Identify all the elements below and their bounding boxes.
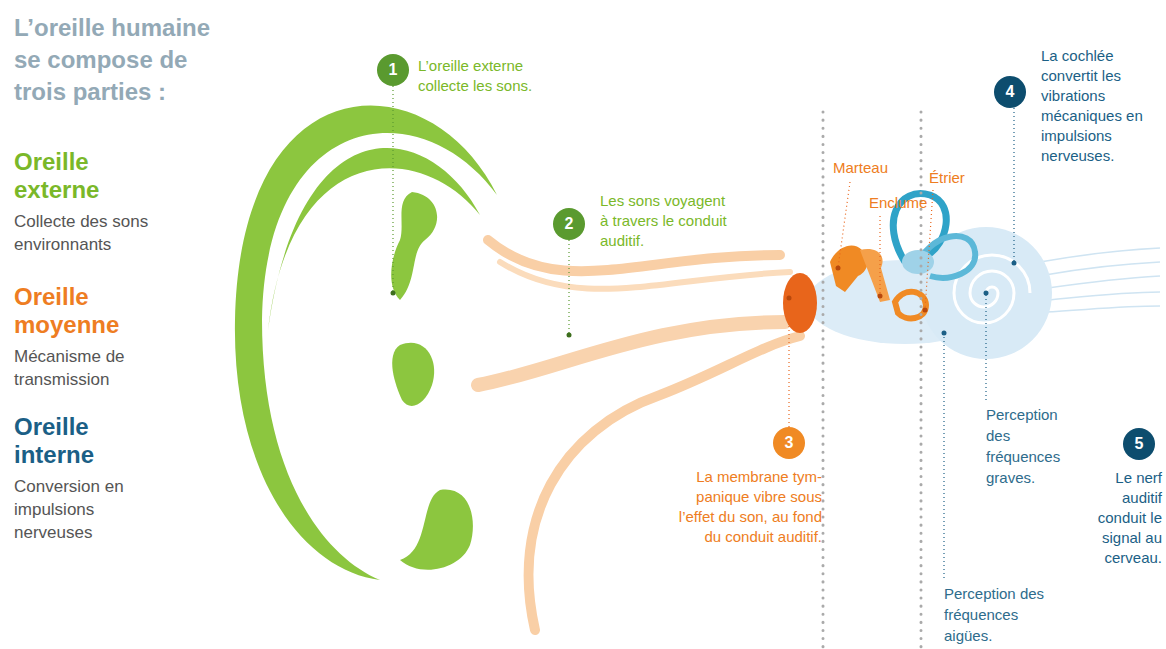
leader-dot: [942, 331, 947, 336]
leader-dot: [984, 291, 989, 296]
leader-line: [943, 333, 944, 578]
vestibule-shape: [902, 250, 934, 274]
section-divider: [920, 112, 923, 649]
leader-line: [879, 216, 880, 296]
leader-line: [1013, 108, 1014, 263]
part-name: Enclume: [869, 193, 949, 213]
leader-dot: [836, 266, 841, 271]
callout-circle: 5Le nerf auditif conduit le signal au ce…: [1123, 428, 1155, 460]
antihelix-shape: [268, 148, 480, 330]
canal-strand: [478, 322, 785, 385]
section-description: Collecte des sons environnants: [14, 210, 194, 256]
section-heading: Oreille externe: [14, 148, 144, 204]
tragus-shape: [392, 343, 434, 406]
section-heading: Oreille interne: [14, 413, 144, 469]
callout-text: La membrane tym- panique vibre sous l’ef…: [662, 467, 822, 547]
callout-number: 5: [1123, 428, 1155, 460]
section-description: Conversion en impulsions nerveuses: [14, 475, 144, 544]
nerve-fiber: [1040, 248, 1160, 262]
lobe-shape: [400, 490, 473, 570]
nerve-fiber: [1048, 292, 1160, 300]
leader-dot: [567, 333, 572, 338]
section-divider: [822, 112, 825, 649]
callout-number: 1: [377, 54, 409, 86]
callout-text: Les sons voyagent à travers le conduit a…: [600, 191, 735, 251]
section-description: Mécanisme de transmission: [14, 345, 164, 391]
callout-number: 3: [773, 427, 805, 459]
callout-number: 2: [553, 208, 585, 240]
diagram-title: L’oreille humaine se compose de trois pa…: [14, 12, 234, 108]
callout-text: Le nerf auditif conduit le signal au cer…: [1087, 468, 1162, 568]
callout-circle: 4La cochlée convertit les vibrations méc…: [994, 76, 1026, 108]
callout-text: La cochlée convertit les vibrations méca…: [1041, 46, 1159, 166]
leader-line: [568, 240, 569, 335]
section-heading: Oreille moyenne: [14, 283, 144, 339]
callout-circle: 1L’oreille externe collecte les sons.: [377, 54, 409, 86]
leader-dot: [391, 291, 396, 296]
callout-text: L’oreille externe collecte les sons.: [418, 56, 568, 96]
callout-circle: 2Les sons voyagent à travers le conduit …: [553, 208, 585, 240]
concha-shape: [391, 192, 437, 300]
canal-strand: [500, 262, 790, 289]
frequency-note: Perception des fréquences aigües.: [944, 583, 1054, 646]
leader-dot: [1012, 261, 1017, 266]
leader-line: [838, 182, 850, 268]
leader-line: [985, 293, 986, 400]
leader-dot: [923, 308, 928, 313]
helix-shape: [235, 106, 497, 580]
incus-shape: [860, 249, 890, 302]
nerve-fiber: [1048, 276, 1160, 288]
part-name: Marteau: [833, 158, 913, 178]
eardrum-shape: [783, 273, 817, 333]
nerve-fiber: [1045, 306, 1160, 312]
nerve-fiber: [1045, 262, 1160, 275]
callout-number: 4: [994, 76, 1026, 108]
frequency-note: Perception des fréquences graves.: [986, 404, 1071, 488]
leader-line: [392, 86, 393, 293]
callout-circle: 3La membrane tym- panique vibre sous l’e…: [773, 427, 805, 459]
leader-dot: [787, 296, 792, 301]
leader-line: [788, 298, 789, 427]
leader-dot: [878, 294, 883, 299]
part-name: Étrier: [929, 168, 1009, 188]
cochlea-spiral: [954, 255, 1030, 323]
